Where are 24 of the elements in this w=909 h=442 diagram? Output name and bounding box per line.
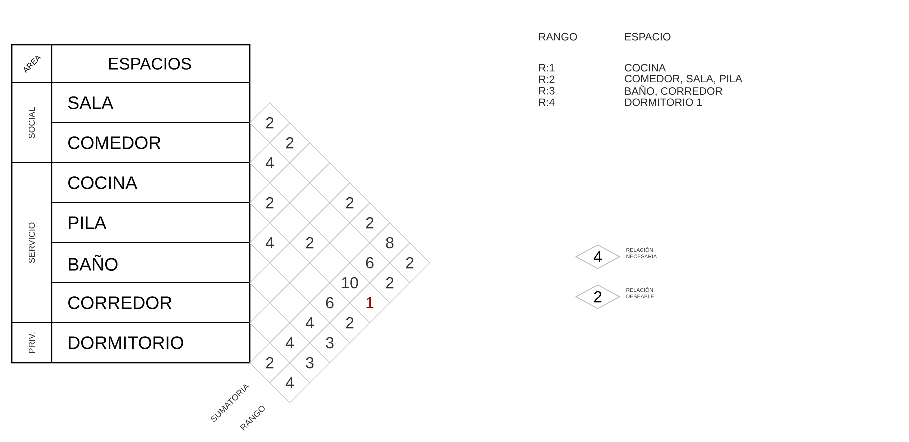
table-text: R:2 (539, 76, 555, 84)
space-name: COCINA (68, 176, 138, 190)
space-name: PILA (69, 216, 107, 230)
table-text: COCINA (625, 64, 666, 72)
space-name: COMEDOR (68, 136, 161, 150)
table-text: R:1 (539, 64, 555, 72)
table-text: DORMITORIO 1 (625, 98, 702, 106)
space-name: CORREDOR (68, 296, 172, 310)
area-label: SERVICIO (28, 222, 36, 264)
table-text: R:4 (539, 98, 555, 106)
table-text: R:3 (539, 87, 555, 95)
space-name: BAÑO (69, 255, 118, 271)
column-header: ESPACIOS (109, 58, 192, 70)
table-header: ESPACIO (625, 33, 671, 41)
area-label: PRIV. (29, 332, 35, 354)
label: 2 (306, 237, 314, 249)
table-text: BAÑO, CORREDOR (625, 86, 722, 96)
table-text: COMEDOR, SALA, PILA (625, 75, 743, 84)
matrix-cell: 4 (250, 222, 290, 264)
table-header: RANGO (539, 33, 578, 41)
space-name: DORMITORIO (69, 336, 184, 350)
space-name: SALA (68, 96, 114, 110)
area-label: SOCIAL (28, 107, 36, 138)
matrix-cell: 2 (250, 182, 290, 224)
